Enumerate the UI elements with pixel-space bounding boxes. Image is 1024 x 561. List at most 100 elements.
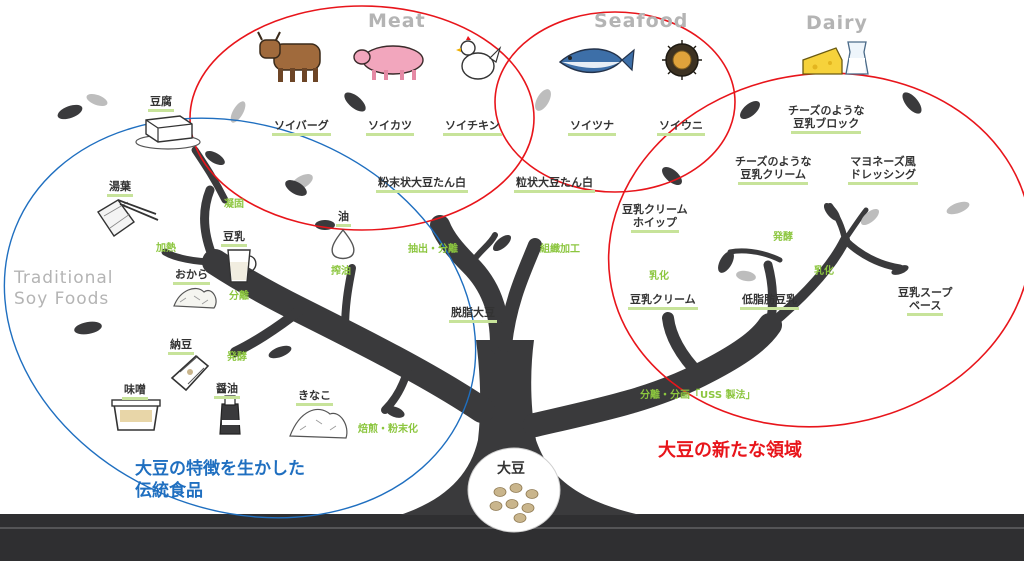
milk-jug-icon: [845, 41, 869, 75]
traditional-caption-line1: 大豆の特徴を生かした: [135, 459, 305, 479]
food-cream-whip-line2: ホイップ: [630, 216, 679, 233]
category-meat: Meat: [368, 10, 426, 32]
food-mayo-dressing-line2: ドレッシング: [848, 168, 918, 185]
food-cream-whip-line1: 豆乳クリーム: [622, 203, 688, 216]
food-soup-base: 豆乳スープ ベース: [898, 286, 953, 316]
food-mayo-dressing: マヨネーズ風 ドレッシング: [848, 155, 918, 185]
soybeans-icon: [489, 483, 539, 523]
food-yuba: 湯葉: [107, 180, 133, 197]
leaf-icon: [385, 406, 405, 418]
leaf-icon: [205, 151, 225, 165]
leaf-icon: [230, 101, 246, 123]
leaf-icon: [285, 180, 307, 196]
food-tonyu: 豆乳: [221, 230, 247, 247]
new-domain-caption: 大豆の新たな領域: [658, 440, 802, 461]
traditional-title: Traditional Soy Foods: [14, 268, 114, 310]
cow-icon: [257, 31, 321, 82]
food-tonyu-text: 豆乳: [221, 230, 247, 247]
food-soy-katsu-text: ソイカツ: [366, 119, 414, 136]
food-kinako: きなこ: [296, 389, 333, 406]
food-shoyu-text: 醤油: [214, 382, 240, 399]
food-cheese-block: チーズのような 豆乳ブロック: [788, 104, 865, 134]
leaf-icon: [344, 92, 366, 112]
food-soy-tuna-text: ソイツナ: [568, 119, 616, 136]
yuba-icon: [97, 199, 159, 237]
food-soy-cream-text: 豆乳クリーム: [628, 293, 698, 310]
category-dairy: Dairy: [806, 12, 868, 34]
tree-trunk: [400, 340, 640, 515]
food-soy-uni: ソイウニ: [657, 119, 705, 136]
soymilk-glass-icon: [227, 249, 257, 283]
traditional-caption: 大豆の特徴を生かした 伝統食品: [135, 458, 305, 502]
food-yuba-text: 湯葉: [107, 180, 133, 197]
okara-icon: [173, 287, 217, 309]
category-seafood: Seafood: [594, 10, 689, 32]
leaf-icon: [823, 202, 841, 222]
food-natto: 納豆: [168, 338, 194, 355]
traditional-foods-outline: [3, 117, 477, 519]
food-okara: おから: [173, 268, 210, 285]
tuna-icon: [558, 48, 635, 74]
leaf-icon: [946, 201, 970, 215]
tofu-icon: [135, 115, 201, 150]
food-soy-chicken: ソイチキン: [443, 119, 502, 136]
food-cheese-cream-line2: 豆乳クリーム: [738, 168, 809, 185]
pig-icon: [353, 45, 424, 80]
chicken-icon: [456, 36, 502, 80]
food-natto-text: 納豆: [168, 338, 194, 355]
food-soy-burger-text: ソイバーグ: [272, 119, 331, 136]
process-soshiki: 組織加工: [540, 244, 580, 255]
process-nyuka-left: 乳化: [649, 271, 669, 282]
food-low-fat-soymilk-text: 低脂肪豆乳: [740, 293, 799, 310]
food-soy-tuna: ソイツナ: [568, 119, 616, 136]
food-soup-base-line1: 豆乳スープ: [898, 286, 953, 299]
process-bunri-uss: 分離・分画「USS 製法」: [640, 390, 756, 401]
leaf-icon: [891, 265, 909, 275]
food-shoyu: 醤油: [214, 382, 240, 399]
food-cream-whip: 豆乳クリーム ホイップ: [622, 203, 688, 233]
process-sakuyu: 搾油: [331, 266, 351, 277]
leaf-icon: [718, 251, 734, 273]
leaf-icon: [736, 270, 756, 282]
food-powder-protein-text: 粉末状大豆たん白: [376, 176, 468, 193]
food-kinako-text: きなこ: [296, 389, 333, 406]
leaf-icon: [492, 234, 512, 252]
food-miso: 味噌: [122, 383, 148, 400]
food-soy-cream: 豆乳クリーム: [628, 293, 698, 310]
process-kanetsu: 加熱: [156, 243, 176, 254]
new-domain-outline: [607, 72, 1024, 428]
food-okara-text: おから: [173, 268, 210, 285]
cheese-icon: [802, 47, 843, 75]
food-defatted-soybean: 脱脂大豆: [449, 306, 497, 323]
food-soy-katsu: ソイカツ: [366, 119, 414, 136]
soy-sauce-icon: [219, 395, 241, 435]
food-defatted-soybean-text: 脱脂大豆: [449, 306, 497, 323]
food-powder-protein: 粉末状大豆たん白: [376, 176, 468, 193]
root-label: 大豆: [497, 461, 525, 477]
leaf-icon: [74, 321, 102, 335]
leaf-icon: [860, 208, 880, 226]
food-cheese-block-line2: 豆乳ブロック: [791, 117, 862, 134]
food-tofu: 豆腐: [148, 95, 174, 112]
food-tofu-text: 豆腐: [148, 95, 174, 112]
sea-urchin-icon: [662, 40, 702, 80]
food-abura: 油: [336, 210, 351, 227]
leaf-icon: [86, 93, 108, 107]
process-kyoko: 凝固: [224, 199, 244, 210]
food-cheese-block-line1: チーズのような: [788, 104, 865, 117]
food-miso-text: 味噌: [122, 383, 148, 400]
food-cheese-cream-line1: チーズのような: [735, 155, 812, 168]
process-bunri-left: 分離: [229, 291, 249, 302]
traditional-caption-line2: 伝統食品: [135, 481, 203, 501]
leaves: [57, 89, 970, 418]
kinako-icon: [289, 408, 348, 439]
seafood-group-outline: [494, 11, 736, 193]
food-granular-protein-text: 粒状大豆たん白: [514, 176, 595, 193]
food-low-fat-soymilk: 低脂肪豆乳: [740, 293, 799, 310]
natto-icon: [170, 354, 210, 392]
food-soy-burger: ソイバーグ: [272, 119, 331, 136]
leaf-icon: [740, 101, 760, 119]
leaf-icon: [662, 167, 682, 185]
